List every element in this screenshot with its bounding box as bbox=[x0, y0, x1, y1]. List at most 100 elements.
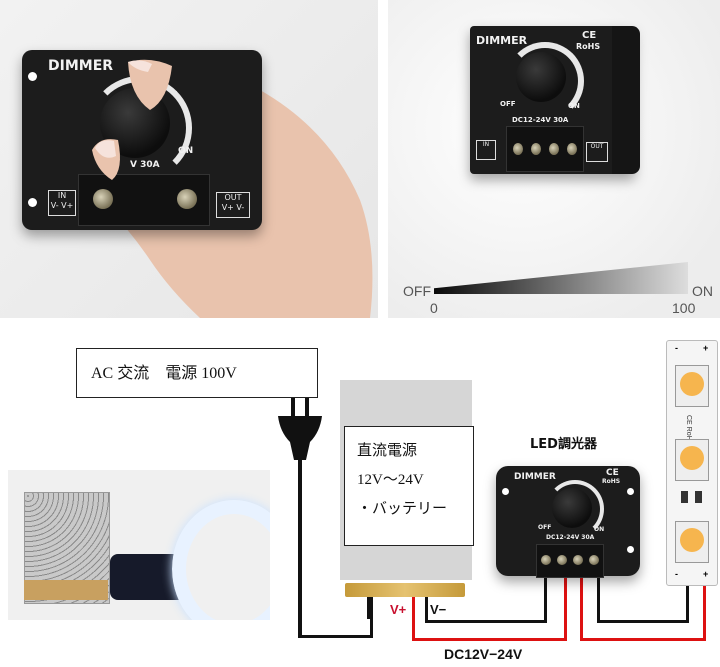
dc-box-line2: 12V～24V bbox=[357, 472, 424, 488]
scale-max-value: 100 bbox=[672, 300, 696, 316]
led-dot bbox=[680, 372, 704, 396]
heatsink-fins bbox=[612, 26, 640, 174]
terminal-block bbox=[506, 126, 584, 172]
rohs-mark: RoHS bbox=[602, 478, 621, 485]
in-label: IN bbox=[57, 191, 67, 200]
strip-minus-top: - bbox=[675, 343, 678, 353]
resistor bbox=[695, 491, 702, 503]
photo-dimmer-product: DIMMER CE RoHS OFF ON DC12-24V 30A IN OU… bbox=[388, 0, 720, 318]
led-dot bbox=[680, 528, 704, 552]
dimmer-knob bbox=[552, 488, 592, 528]
out-box: OUT V+ V- bbox=[216, 192, 250, 218]
dc-power-box: 直流電源 12V～24V ・バッテリー bbox=[344, 426, 474, 546]
vplus-wire bbox=[412, 597, 415, 641]
led-plus-wire bbox=[703, 584, 706, 641]
terminal-screw bbox=[573, 555, 583, 565]
vminus-wire bbox=[425, 620, 547, 623]
terminal-screw bbox=[557, 555, 567, 565]
dimmer-arc bbox=[546, 480, 604, 538]
strip-ce-rohs: CE RoHS bbox=[685, 415, 692, 446]
rating-label: DC12-24V 30A bbox=[512, 116, 569, 124]
out-box: OUT bbox=[586, 142, 608, 162]
terminal-screw bbox=[177, 189, 197, 209]
led-dot bbox=[680, 446, 704, 470]
off-label: OFF bbox=[538, 524, 552, 531]
dimmer-label: DIMMER bbox=[514, 472, 556, 482]
ac-power-box: AC 交流 電源 100V bbox=[76, 348, 318, 398]
scale-off-label: OFF bbox=[403, 283, 431, 299]
led-minus-wire bbox=[597, 565, 600, 623]
rating-label: DC12-24V 30A bbox=[546, 534, 595, 541]
on-label: ON bbox=[568, 102, 580, 110]
mount-hole bbox=[28, 198, 37, 207]
out-pins: V+ V- bbox=[221, 203, 245, 212]
mount-hole bbox=[627, 488, 634, 495]
led-plus-wire bbox=[580, 565, 583, 641]
terminal-screw bbox=[549, 143, 559, 155]
terminal-screw bbox=[541, 555, 551, 565]
terminal-block bbox=[536, 544, 604, 578]
ac-plug-icon bbox=[278, 398, 322, 638]
out-label: OUT bbox=[224, 193, 242, 202]
on-label: ON bbox=[178, 146, 194, 156]
vminus-wire bbox=[425, 597, 428, 623]
in-pins: V- V+ bbox=[50, 201, 74, 210]
terminal-screw bbox=[567, 143, 577, 155]
off-label: OFF bbox=[500, 100, 516, 108]
terminal-screw bbox=[531, 143, 541, 155]
dimmer-arc bbox=[506, 42, 584, 120]
terminal-screw bbox=[93, 189, 113, 209]
rating-label: V 30A bbox=[130, 160, 160, 170]
led-chip bbox=[675, 439, 709, 481]
mount-hole bbox=[627, 546, 634, 553]
scale-min-value: 0 bbox=[430, 300, 438, 316]
rohs-mark: RoHS bbox=[576, 42, 601, 51]
in-box: IN V- V+ bbox=[48, 190, 76, 216]
photo-hand-dimmer: DIMMER ON V 30A IN V- V+ OUT V+ V- bbox=[0, 0, 378, 318]
ground-wire bbox=[367, 597, 370, 619]
terminal-block bbox=[78, 174, 210, 226]
dimmer-knob bbox=[100, 88, 170, 158]
on-label: ON bbox=[594, 526, 605, 533]
dc-voltage-label: DC12V−24V bbox=[444, 646, 523, 662]
strip-plus-bottom: + bbox=[703, 569, 709, 579]
vminus-wire bbox=[544, 565, 547, 623]
led-plus-wire bbox=[580, 638, 706, 641]
led-dimmer-title: LED調光器 bbox=[530, 437, 597, 452]
out-label: OUT bbox=[590, 143, 604, 150]
terminal-screw bbox=[589, 555, 599, 565]
dimmer-device: DIMMER ON V 30A IN V- V+ OUT V+ V- bbox=[22, 50, 262, 230]
dc-box-line3: ・バッテリー bbox=[357, 501, 448, 517]
led-minus-wire bbox=[597, 620, 689, 623]
psu-terminals-photo bbox=[24, 580, 108, 600]
led-minus-wire bbox=[686, 584, 689, 623]
diagram-dimmer: DIMMER CE RoHS OFF ON DC12-24V 30A bbox=[496, 466, 640, 578]
ce-mark: CE bbox=[582, 30, 597, 41]
vplus-wire bbox=[564, 565, 567, 641]
dimmer-label: DIMMER bbox=[48, 58, 114, 74]
dimmer-label: DIMMER bbox=[476, 34, 528, 47]
psu-terminal-strip bbox=[345, 583, 465, 597]
ground-wire bbox=[370, 597, 373, 638]
vplus-label: V+ bbox=[390, 602, 407, 617]
in-box: IN bbox=[476, 140, 496, 160]
led-chip bbox=[675, 521, 709, 563]
led-strip-photo bbox=[172, 500, 270, 620]
vminus-label: V− bbox=[430, 602, 447, 617]
led-strip: - + CE RoHS - + bbox=[666, 340, 718, 586]
ground-wire bbox=[298, 635, 373, 638]
photo-setup bbox=[8, 470, 270, 620]
dimmer-knob bbox=[516, 52, 566, 102]
mount-hole bbox=[28, 72, 37, 81]
terminal-screw bbox=[513, 143, 523, 155]
scale-on-label: ON bbox=[692, 283, 713, 299]
dimmer-device: DIMMER CE RoHS OFF ON DC12-24V 30A IN OU… bbox=[470, 26, 640, 174]
ce-mark: CE bbox=[606, 468, 619, 478]
led-chip bbox=[675, 365, 709, 407]
vplus-wire bbox=[412, 638, 567, 641]
dc-box-line1: 直流電源 bbox=[357, 443, 418, 459]
strip-plus-top: + bbox=[703, 343, 709, 353]
in-label: IN bbox=[482, 141, 490, 148]
strip-minus-bottom: - bbox=[675, 569, 678, 579]
resistor bbox=[681, 491, 688, 503]
